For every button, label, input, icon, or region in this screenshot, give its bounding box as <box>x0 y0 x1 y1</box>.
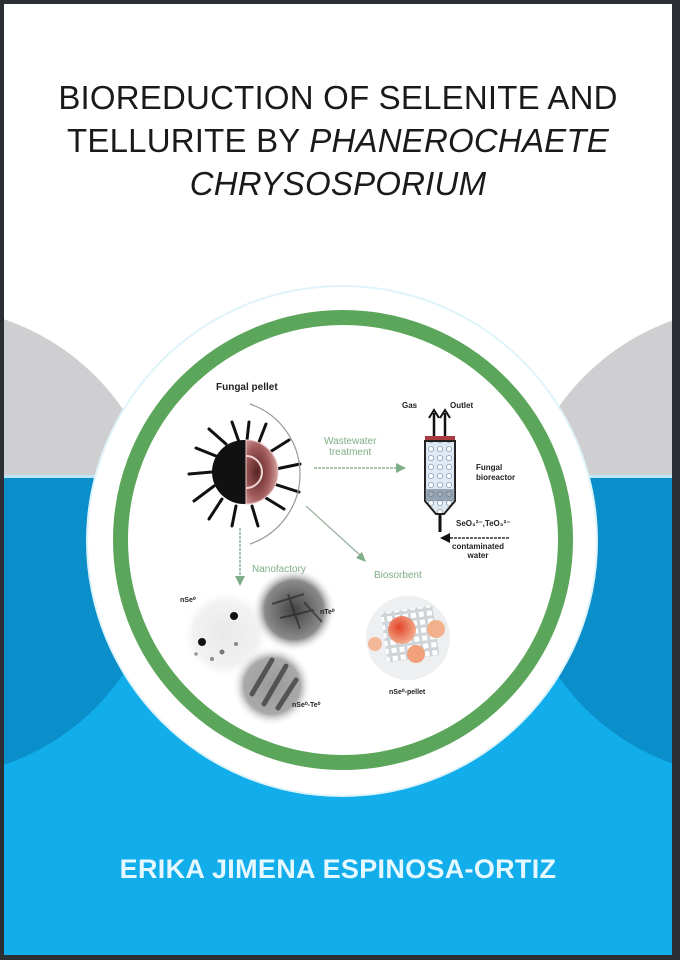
nanoparticle-images <box>182 568 336 726</box>
label-nse-pellet: nSe⁰-pellet <box>389 689 426 696</box>
label-nte: nTe⁰ <box>320 609 335 616</box>
process-diagram <box>182 403 509 726</box>
bioreactor-icon <box>424 408 509 543</box>
title-line-3: CHRYSOSPORIUM <box>189 165 487 202</box>
label-contaminated-water: contaminated water <box>452 542 505 560</box>
label-fungal-pellet: Fungal pellet <box>216 382 278 393</box>
book-title: BIOREDUCTION OF SELENITE AND TELLURITE B… <box>4 76 672 205</box>
biosorbent-pellet-image <box>366 596 450 680</box>
label-biosorbent: Biosorbent <box>374 570 422 581</box>
title-line-2-regular: TELLURITE BY <box>67 122 310 159</box>
title-line-1: BIOREDUCTION OF SELENITE AND <box>58 79 618 116</box>
author-name: ERIKA JIMENA ESPINOSA-ORTIZ <box>119 854 557 884</box>
label-fungal-bioreactor: Fungal bioreactor <box>476 463 516 482</box>
nanofactory-arrow-icon <box>235 576 245 586</box>
label-nse: nSe⁰ <box>180 597 196 604</box>
label-gas: Gas <box>402 401 418 410</box>
label-ions: SeO₃²⁻,TeO₃²⁻ <box>456 519 511 528</box>
label-nanofactory: Nanofactory <box>252 564 306 575</box>
book-cover: BIOREDUCTION OF SELENITE AND TELLURITE B… <box>4 4 672 955</box>
wastewater-arrow-icon <box>396 463 406 473</box>
label-nse-te: nSe⁰-Te⁰ <box>292 702 321 709</box>
title-line-2-italic: PHANEROCHAETE <box>309 122 609 159</box>
title-line-2: TELLURITE BY PHANEROCHAETE <box>4 119 672 162</box>
biosorbent-arrow-icon <box>356 552 366 562</box>
label-wastewater-treatment: Wastewater treatment <box>324 436 377 458</box>
label-outlet: Outlet <box>450 401 474 410</box>
fungal-pellet-icon <box>187 403 302 545</box>
